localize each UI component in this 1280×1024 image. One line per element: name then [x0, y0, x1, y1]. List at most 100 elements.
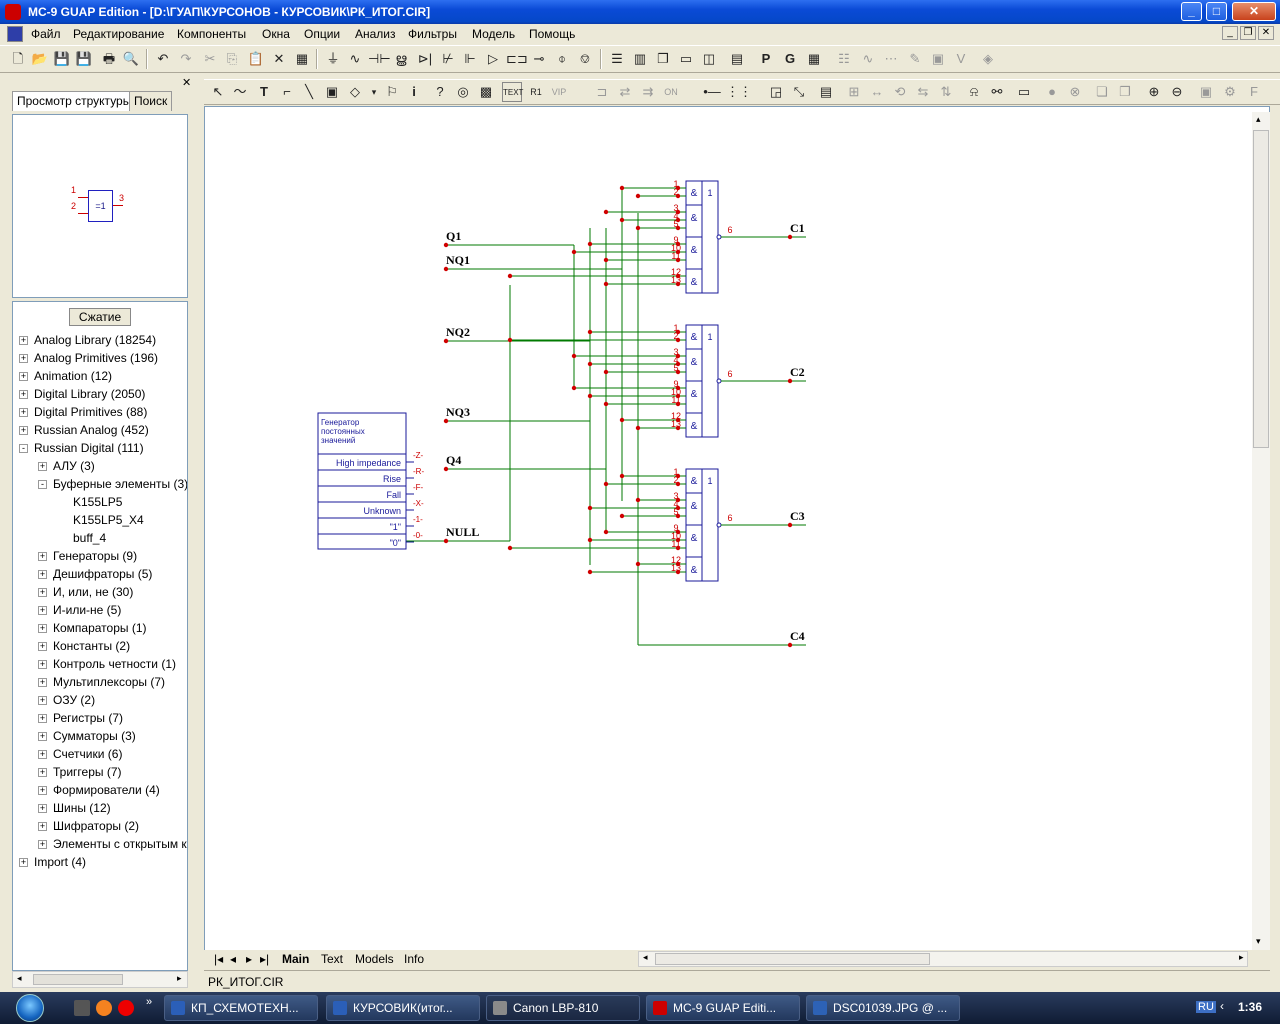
horizontal-scrollbar[interactable]: ◂ ▸ [12, 971, 188, 988]
redo-icon[interactable]: ↷ [180, 51, 192, 66]
cut-icon[interactable]: ✂ [204, 51, 216, 66]
open-folder-icon[interactable]: 📂 [31, 51, 49, 66]
expand-icon[interactable]: + [19, 407, 28, 417]
scroll-thumb[interactable] [655, 953, 930, 965]
undo-icon[interactable]: ↶ [157, 51, 169, 66]
menu-analysis[interactable]: Анализ [355, 27, 396, 41]
tree-item[interactable]: -Буферные элементы (3) [13, 476, 187, 494]
expand-icon[interactable]: + [38, 551, 47, 561]
menu-help[interactable]: Помощь [529, 27, 576, 41]
language-indicator[interactable]: RU [1196, 1001, 1216, 1013]
stretch-icon[interactable]: ↔ [870, 84, 884, 99]
nav-prev-icon[interactable]: ◂ [230, 952, 237, 966]
tab-info[interactable]: Info [404, 952, 425, 966]
font-icon[interactable]: F [1250, 84, 1258, 99]
tree-item[interactable]: +Мультиплексоры (7) [13, 674, 187, 692]
tree-item[interactable]: +Регистры (7) [13, 710, 187, 728]
scroll-left-icon[interactable]: ◂ [643, 952, 648, 962]
info-icon[interactable]: i [412, 84, 416, 99]
collapse-icon[interactable]: - [38, 480, 47, 489]
select-arrow-icon[interactable]: ↖ [212, 84, 224, 99]
tab-structure-view[interactable]: Просмотр структуры [12, 91, 137, 111]
ground-icon[interactable]: ⏚ [326, 51, 340, 66]
tree-item[interactable]: +Контроль четности (1) [13, 656, 187, 674]
new-file-icon[interactable]: 🗋 [12, 51, 24, 66]
tree-item[interactable]: +Константы (2) [13, 638, 187, 656]
paste-icon[interactable]: 📋 [247, 51, 265, 66]
tab-text[interactable]: Text [321, 952, 344, 966]
monitor-icon[interactable]: ▭ [1017, 84, 1031, 99]
tree-item[interactable]: +Шины (12) [13, 800, 187, 818]
expand-icon[interactable]: + [38, 767, 47, 777]
stop-icon[interactable]: ● [1048, 84, 1056, 99]
shape-icon[interactable]: ⊞ [848, 84, 860, 99]
mdi-close-icon[interactable]: ✕ [1258, 26, 1274, 40]
flip-y-icon[interactable]: ⇅ [940, 84, 952, 99]
expand-icon[interactable]: + [38, 785, 47, 795]
canvas-hscrollbar[interactable]: ◂ ▸ [638, 951, 1248, 967]
tree-item[interactable]: +И-или-не (5) [13, 602, 187, 620]
scroll-down-icon[interactable]: ▾ [1256, 936, 1261, 946]
tree-item[interactable]: +Формирователи (4) [13, 782, 187, 800]
scroll-thumb[interactable] [33, 974, 123, 985]
mirror-icon[interactable]: ⇉ [642, 84, 654, 99]
opamp-icon[interactable]: ▷ [488, 51, 498, 66]
menu-model[interactable]: Модель [472, 27, 516, 41]
expand-icon[interactable]: + [38, 695, 47, 705]
colors-icon[interactable]: ▩ [479, 84, 493, 99]
task-mc9[interactable]: MC-9 GUAP Editi... [646, 995, 800, 1021]
mdi-minimize-icon[interactable]: _ [1222, 26, 1238, 40]
find-icon[interactable]: ⚯ [991, 84, 1003, 99]
waveform-icon[interactable]: ∿ [862, 51, 874, 66]
delete-icon[interactable]: ✕ [273, 51, 285, 66]
grid-icon[interactable]: ⋮⋮ [726, 84, 752, 99]
tree-item[interactable]: +Import (4) [13, 854, 187, 872]
expand-icon[interactable]: + [38, 587, 47, 597]
app-icon[interactable] [5, 4, 21, 20]
tree-item[interactable]: +Digital Library (2050) [13, 386, 187, 404]
flip-x-icon[interactable]: ⇆ [917, 84, 929, 99]
zoom-in-icon[interactable]: ⊕ [1148, 84, 1160, 99]
tree-item[interactable]: +Digital Primitives (88) [13, 404, 187, 422]
globe-icon[interactable]: ◎ [457, 84, 469, 99]
tree-item[interactable]: +Компараторы (1) [13, 620, 187, 638]
expand-icon[interactable]: + [19, 335, 28, 345]
transistor-icon[interactable]: ⊬ [442, 51, 454, 66]
copy-icon[interactable]: ⎘ [226, 51, 238, 66]
expand-icon[interactable]: + [19, 389, 28, 399]
maximize-button[interactable]: □ [1206, 2, 1227, 21]
properties-icon[interactable]: ▤ [819, 84, 833, 99]
rotate-icon[interactable]: ⟲ [894, 84, 906, 99]
expand-icon[interactable]: + [38, 803, 47, 813]
wire-icon[interactable]: 〜 [233, 84, 247, 99]
component-list-icon[interactable]: ☷ [838, 51, 850, 66]
capacitor-icon[interactable]: ⊣⊢ [368, 51, 391, 66]
expand-icon[interactable]: + [19, 857, 28, 867]
expand-icon[interactable]: + [38, 713, 47, 723]
tree-item[interactable]: +Элементы с открытым к [13, 836, 187, 854]
window-split-icon[interactable]: ◫ [702, 51, 716, 66]
scroll-right-icon[interactable]: ▸ [177, 973, 182, 983]
tree-item[interactable]: +ОЗУ (2) [13, 692, 187, 710]
minimize-button[interactable]: _ [1181, 2, 1202, 21]
tree-item[interactable]: +Сумматоры (3) [13, 728, 187, 746]
document-icon[interactable] [7, 26, 23, 42]
tile-horizontal-icon[interactable]: ☰ [611, 51, 623, 66]
tree-item[interactable]: +И, или, не (30) [13, 584, 187, 602]
analysis-window-icon[interactable]: ◈ [983, 51, 993, 66]
nav-last-icon[interactable]: ▸| [260, 952, 270, 966]
tree-item[interactable]: +Генераторы (9) [13, 548, 187, 566]
print-icon[interactable]: 🖶 [102, 51, 116, 66]
nav-first-icon[interactable]: |◂ [214, 952, 224, 966]
resistor-icon[interactable]: ∿ [349, 51, 361, 66]
shapes-icon[interactable]: ◇ [350, 84, 360, 99]
text-tool-icon[interactable]: T [260, 84, 268, 99]
settings-icon[interactable]: ⚙ [1224, 84, 1236, 99]
flag-icon[interactable]: ⚐ [386, 84, 398, 99]
expand-icon[interactable]: + [38, 605, 47, 615]
tab-search[interactable]: Поиск [129, 91, 173, 111]
save-all-icon[interactable]: 💾 [75, 51, 93, 66]
expand-icon[interactable]: + [19, 371, 28, 381]
menu-file[interactable]: Файл [31, 27, 61, 41]
